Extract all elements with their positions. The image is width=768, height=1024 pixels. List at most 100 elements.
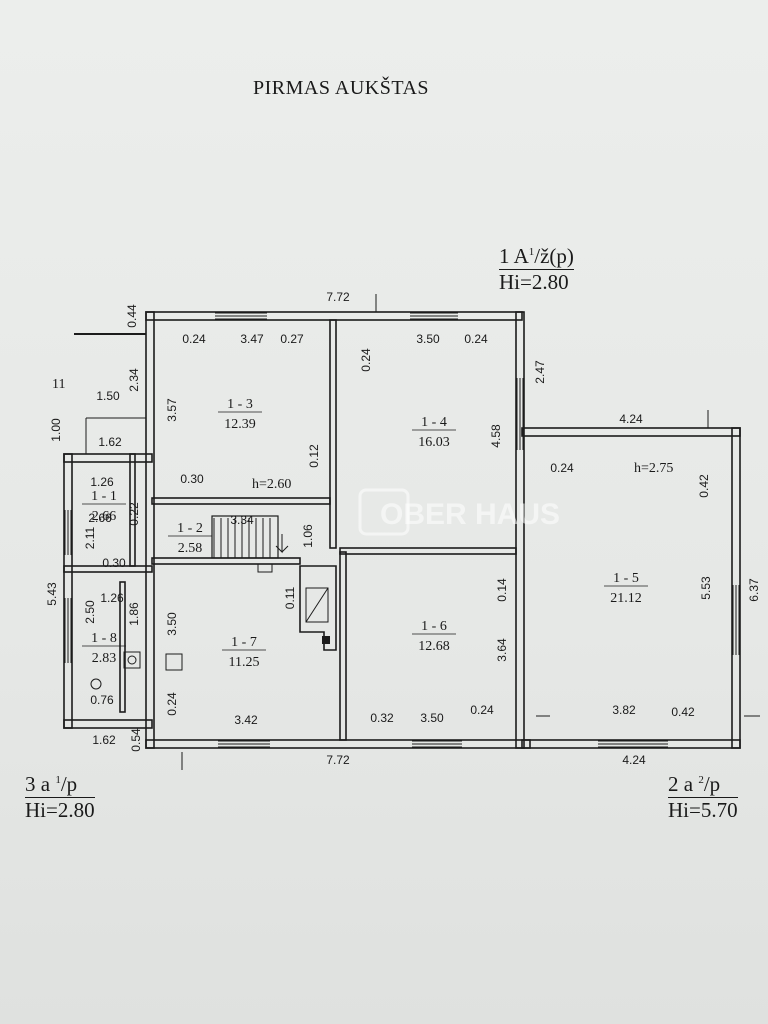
wall: [151, 557, 301, 565]
dimension-label: 0.24: [550, 461, 574, 475]
dimension-label: 0.22: [127, 502, 141, 526]
dimension-label: 0.11: [283, 586, 297, 609]
wall: [521, 739, 741, 749]
wall: [63, 565, 153, 573]
dimension-label: 1.26: [90, 475, 114, 489]
stove-cross: [305, 587, 329, 623]
room-area: 12.39: [224, 417, 256, 432]
room-area: 11.25: [229, 655, 260, 670]
dimension-label: 2.66: [88, 511, 112, 525]
dimension-label: 1.06: [301, 524, 315, 548]
sink: [123, 651, 141, 669]
building-height: Hi=2.80: [499, 270, 569, 294]
wall: [515, 311, 525, 749]
dimension-label: 1.00: [49, 418, 63, 442]
dimension-label: 4.58: [489, 424, 503, 448]
room-area: 21.12: [610, 591, 642, 606]
dimension-label: 7.72: [326, 753, 350, 767]
wall: [339, 547, 517, 555]
stove-box: [305, 587, 329, 623]
dimension-label: 3.47: [240, 332, 264, 346]
meter: [165, 653, 183, 671]
room-area: 2.83: [92, 651, 117, 666]
dimension-label: 0.42: [671, 705, 695, 719]
dimension-label: 2.47: [533, 360, 547, 384]
room-number: 1 - 6: [421, 619, 447, 634]
room-number: 1 - 5: [613, 571, 639, 586]
dimension-label: 2.11: [83, 526, 97, 549]
dimension-label: 3.82: [612, 703, 636, 717]
building-tag-1a: 1 A1/ž(p) Hi=2.80: [499, 240, 574, 294]
dimension-label: 3.50: [416, 332, 440, 346]
fixtures: [90, 515, 337, 690]
dimension-label: 0.42: [697, 474, 711, 498]
wall: [151, 497, 331, 505]
dimension-label: 2.34: [127, 368, 141, 392]
room-number: 1 - 7: [231, 635, 257, 650]
building-code: 1 A1/ž(p): [499, 240, 574, 270]
dimension-label: 0.24: [464, 332, 488, 346]
dimension-label: 5.53: [699, 576, 713, 600]
ceiling-height: h=2.75: [634, 461, 673, 476]
watermark-logo-icon: [358, 488, 410, 536]
vent: [257, 563, 273, 573]
dimension-label: 1.86: [127, 602, 141, 626]
dimension-label: 0.30: [102, 556, 126, 570]
watermark: OBER HAUS: [358, 488, 560, 536]
room-number: 1 - 1: [91, 489, 117, 504]
wall: [521, 427, 741, 437]
wall: [63, 453, 73, 729]
room-number: 1 - 8: [91, 631, 117, 646]
dimension-label: 1.62: [92, 733, 116, 747]
room-number: 1 - 4: [421, 415, 447, 430]
building-height: Hi=5.70: [668, 798, 738, 822]
dimension-label: 0.12: [307, 444, 321, 468]
stair-arrow: [275, 534, 289, 554]
plan-title: PIRMAS AUKŠTAS: [253, 77, 430, 99]
dimension-label: 0.30: [180, 472, 204, 486]
dimension-label: 3.57: [165, 398, 179, 422]
dimension-label: 3.34: [230, 513, 254, 527]
dimension-label: 0.24: [359, 348, 373, 372]
wall: [329, 319, 337, 549]
dimension-label: 1.62: [98, 435, 122, 449]
dimension-label: 4.24: [622, 753, 646, 767]
dimension-label: 6.37: [747, 578, 761, 602]
dimension-label: 1.50: [96, 389, 120, 403]
room-area: 2.58: [178, 541, 203, 556]
dimension-label: 3.50: [165, 612, 179, 636]
wall: [63, 719, 153, 729]
level-mark: 11: [52, 377, 65, 392]
stove: [299, 565, 337, 651]
wall: [145, 739, 531, 749]
wall: [145, 311, 155, 749]
dimension-label: 4.24: [619, 412, 643, 426]
walls: [63, 311, 741, 749]
dimension-label: 3.42: [234, 713, 258, 727]
sink-drain: [127, 655, 137, 665]
dimension-label: 2.50: [83, 600, 97, 624]
watermark-text: OBER HAUS: [380, 498, 560, 531]
room-number: 1 - 3: [227, 397, 253, 412]
building-tag-2a: 2 a 2/p Hi=5.70: [668, 768, 738, 822]
room-area: 16.03: [418, 435, 450, 450]
room-area: 12.68: [418, 639, 450, 654]
dimension-label: 0.27: [280, 332, 304, 346]
dimension-label: 0.76: [90, 693, 114, 707]
dimension-label: 3.64: [495, 638, 509, 662]
stairs: [211, 515, 279, 559]
dimension-label: 5.43: [45, 582, 59, 606]
dimension-label: 0.32: [370, 711, 394, 725]
ceiling-height: h=2.60: [252, 477, 291, 492]
dimension-label: 0.24: [470, 703, 494, 717]
dimension-label: 0.24: [165, 692, 179, 716]
dimension-label: 0.14: [495, 578, 509, 602]
dimension-label: 0.24: [182, 332, 206, 346]
wall: [339, 551, 347, 741]
building-height: Hi=2.80: [25, 798, 95, 822]
dimension-label: 7.72: [326, 290, 350, 304]
dimension-label: 3.50: [420, 711, 444, 725]
building-code: 2 a 2/p: [668, 768, 738, 798]
